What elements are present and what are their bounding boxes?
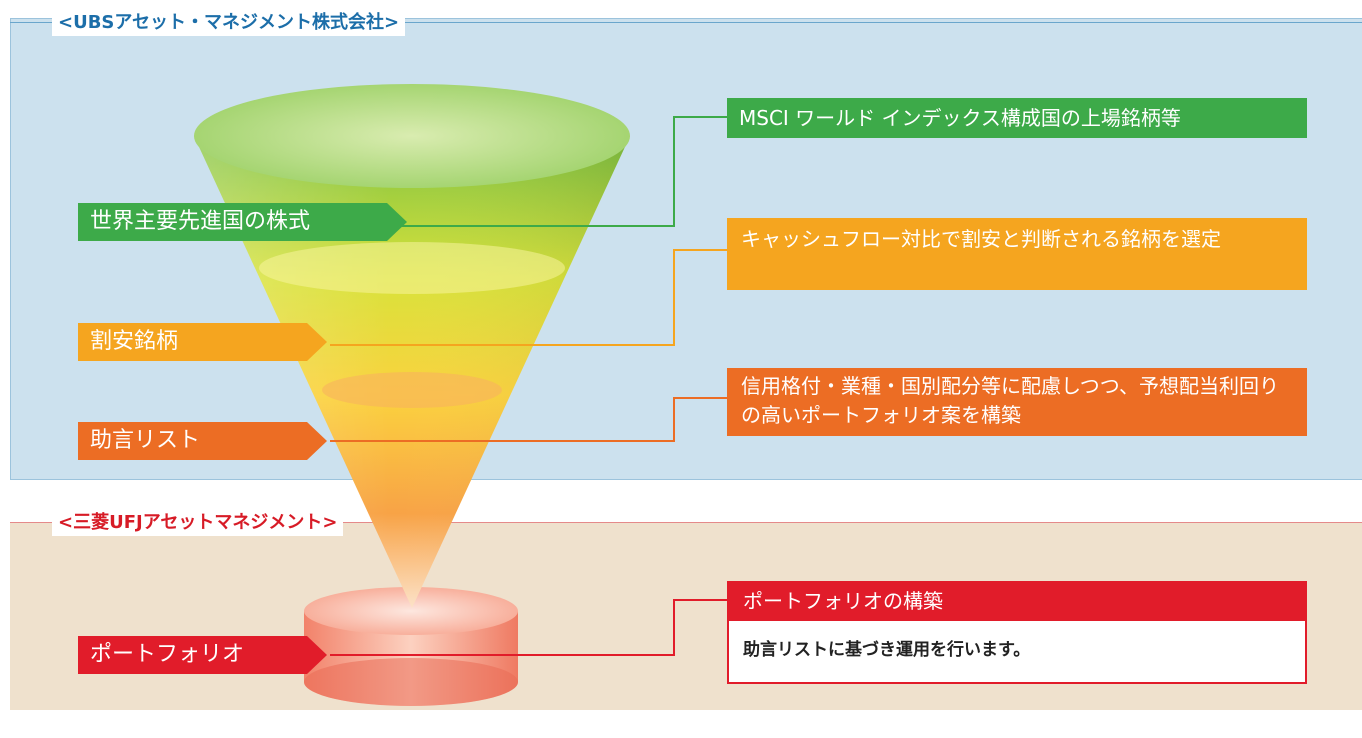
stage-tag-world-stocks: 世界主要先進国の株式 bbox=[78, 203, 387, 241]
callout-advice-list: 信用格付・業種・国別配分等に配慮しつつ、予想配当利回りの高いポートフォリオ案を構… bbox=[727, 368, 1307, 436]
connector-line bbox=[330, 249, 730, 346]
stage-tag-portfolio: ポートフォリオ bbox=[78, 636, 307, 674]
funnel-layer-ring bbox=[322, 372, 502, 408]
callout-undervalued: キャッシュフロー対比で割安と判断される銘柄を選定 bbox=[727, 218, 1307, 290]
connector-line bbox=[330, 599, 730, 656]
funnel-top-rim bbox=[194, 84, 630, 188]
portfolio-cylinder-top bbox=[304, 587, 518, 635]
mufg-section-title: <三菱UFJアセットマネジメント> bbox=[52, 510, 344, 536]
funnel-layer-ring bbox=[259, 242, 565, 294]
portfolio-cylinder-bottom bbox=[304, 658, 518, 706]
stage-tag-advice-list: 助言リスト bbox=[78, 422, 307, 460]
portfolio-box-text: 助言リストに基づき運用を行います。 bbox=[743, 640, 1031, 660]
mufg-title-rule bbox=[10, 522, 1362, 523]
portfolio-box-title: ポートフォリオの構築 bbox=[729, 583, 1305, 621]
callout-world-stocks: MSCI ワールド インデックス構成国の上場銘柄等 bbox=[727, 98, 1307, 138]
stage-tag-undervalued: 割安銘柄 bbox=[78, 323, 307, 361]
portfolio-callout-box: ポートフォリオの構築 助言リストに基づき運用を行います。 bbox=[727, 581, 1307, 684]
connector-line bbox=[380, 116, 730, 227]
ubs-title-rule bbox=[10, 22, 1362, 23]
connector-line bbox=[330, 397, 730, 442]
ubs-section-title: <UBSアセット・マネジメント株式会社> bbox=[52, 10, 406, 36]
